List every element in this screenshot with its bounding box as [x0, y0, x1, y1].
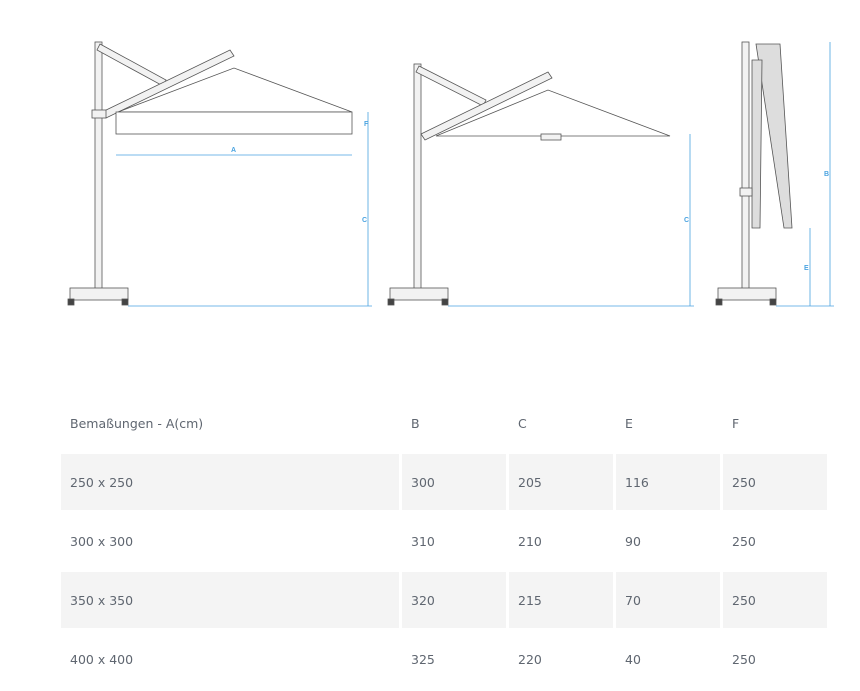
header-c: C: [518, 415, 527, 431]
dimension-lines-3: [776, 42, 834, 307]
header-a: Bemaßungen - A(cm): [70, 415, 204, 431]
umbrella-side-view-tilted: [387, 63, 671, 306]
dimension-label-f: F: [364, 121, 369, 128]
cell-size: 400 x 400: [70, 651, 134, 667]
dimension-lines-2: [448, 134, 694, 307]
cell-f: 250: [732, 651, 756, 667]
cell-b: 320: [402, 572, 506, 628]
cell-c: 220: [518, 651, 542, 667]
cell-e: 70: [616, 572, 720, 628]
cell-e: 116: [616, 454, 720, 510]
table-row: 250 x 250 300 205 116 250: [61, 454, 827, 510]
cell-f: 250: [723, 454, 827, 510]
table-row: 350 x 350 320 215 70 250: [61, 572, 827, 628]
dimensions-table: Bemaßungen - A(cm) B C E F 250 x 250 300…: [58, 392, 830, 690]
umbrella-side-view-square: [67, 41, 353, 306]
dimension-label-b: B: [824, 171, 829, 178]
dimension-label-e: E: [804, 265, 809, 272]
header-f: F: [732, 415, 740, 431]
table-row: 400 x 400 325 220 40 250: [61, 631, 827, 687]
dimension-lines-1: [116, 112, 372, 307]
cell-f: 250: [723, 572, 827, 628]
table-header-row: Bemaßungen - A(cm) B C E F: [61, 395, 827, 451]
cell-c: 205: [509, 454, 613, 510]
cell-b: 310: [411, 533, 435, 549]
header-e: E: [625, 415, 633, 431]
cell-c: 210: [518, 533, 542, 549]
umbrella-closed-view: [715, 41, 793, 306]
cell-f: 250: [732, 533, 756, 549]
dimension-label-c: C: [362, 217, 367, 224]
cell-size: 250 x 250: [61, 454, 399, 510]
cell-size: 300 x 300: [70, 533, 134, 549]
cell-b: 300: [402, 454, 506, 510]
header-b: B: [411, 415, 420, 431]
cell-size: 350 x 350: [61, 572, 399, 628]
table-row: 300 x 300 310 210 90 250: [61, 513, 827, 569]
dimension-label-c-tilted: C: [684, 217, 689, 224]
cell-e: 90: [625, 533, 641, 549]
cell-c: 215: [509, 572, 613, 628]
cell-b: 325: [411, 651, 435, 667]
cell-e: 40: [625, 651, 641, 667]
dimension-label-a: A: [231, 147, 236, 154]
umbrella-dimension-diagram: A F C C B E: [67, 41, 834, 307]
